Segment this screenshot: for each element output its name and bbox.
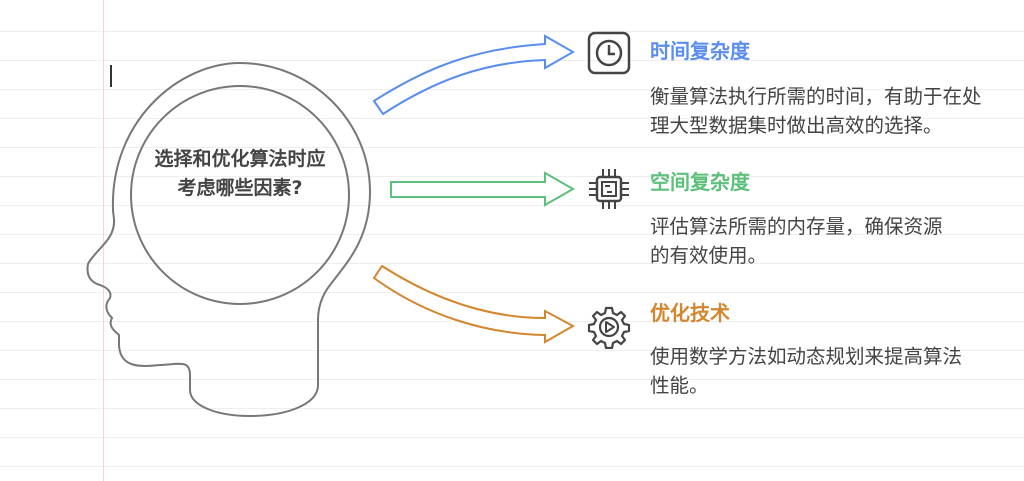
text-cursor	[110, 65, 112, 87]
time-complexity-description: 衡量算法执行所需的时间，有助于在处理大型数据集时做出高效的选择。	[650, 85, 982, 137]
time-complexity-title: 时间复杂度	[650, 39, 750, 63]
arrow-space	[390, 171, 576, 207]
arrow-optimize	[372, 264, 576, 344]
central-question: 选择和优化算法时应考虑哪些因素?	[154, 148, 326, 199]
chip-icon	[589, 169, 629, 209]
notebook-margin-line	[103, 0, 104, 481]
arrow-time	[372, 34, 576, 116]
head-outline	[86, 61, 372, 418]
gear-play-icon	[587, 306, 631, 349]
clock-icon	[587, 31, 631, 75]
space-complexity-description: 评估算法所需的内存量，确保资源的有效使用。	[650, 215, 943, 267]
inner-circle	[130, 85, 350, 305]
space-complexity-title: 空间复杂度	[650, 170, 750, 194]
optimization-description: 使用数学方法如动态规划来提高算法性能。	[650, 345, 963, 397]
optimization-title: 优化技术	[650, 301, 730, 325]
